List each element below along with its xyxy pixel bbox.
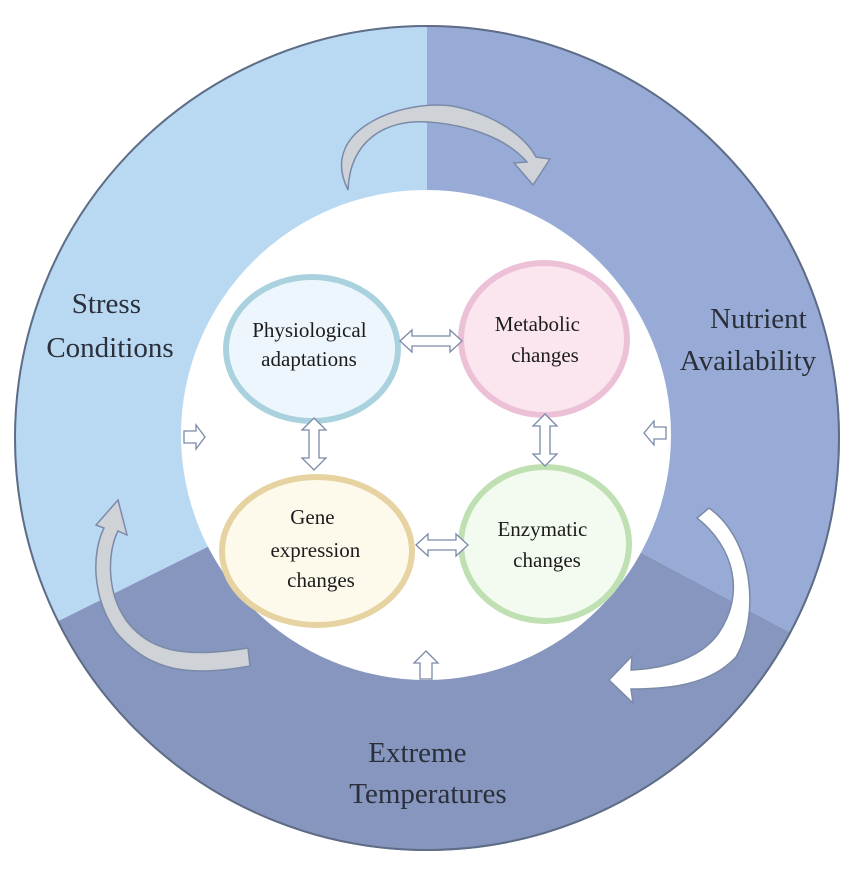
- outer-ring-border: [14, 25, 840, 851]
- arrow-inward-bottom: [412, 650, 440, 680]
- node-metabolic-changes: [458, 260, 630, 418]
- node-label-enzymatic-changes: Enzymatic changes: [497, 517, 592, 572]
- connector-physiological-gene: [300, 417, 328, 471]
- arrow-inward-right: [643, 419, 667, 447]
- node-label-gene-expression-changes: Gene expression changes: [270, 505, 365, 592]
- node-enzymatic-changes: [458, 464, 632, 624]
- node-gene-expression-changes: [219, 474, 415, 628]
- cycle-arrow-top: [340, 104, 552, 191]
- label-nutrient-availability: Nutrient Availability: [680, 303, 817, 377]
- node-label-metabolic-changes: Metabolic changes: [495, 312, 585, 367]
- connector-gene-enzymatic: [415, 532, 469, 558]
- label-stress-conditions: Stress Conditions: [46, 288, 173, 364]
- connector-metabolic-enzymatic: [531, 413, 559, 467]
- label-extreme-temperatures: Extreme Temperatures: [349, 737, 506, 810]
- cycle-arrow-left: [94, 498, 251, 672]
- arrow-inward-left: [183, 423, 206, 451]
- node-label-physiological-adaptations: Physiological adaptations: [252, 318, 372, 371]
- connector-physiological-metabolic: [399, 328, 463, 354]
- cycle-arrow-right: [607, 507, 751, 706]
